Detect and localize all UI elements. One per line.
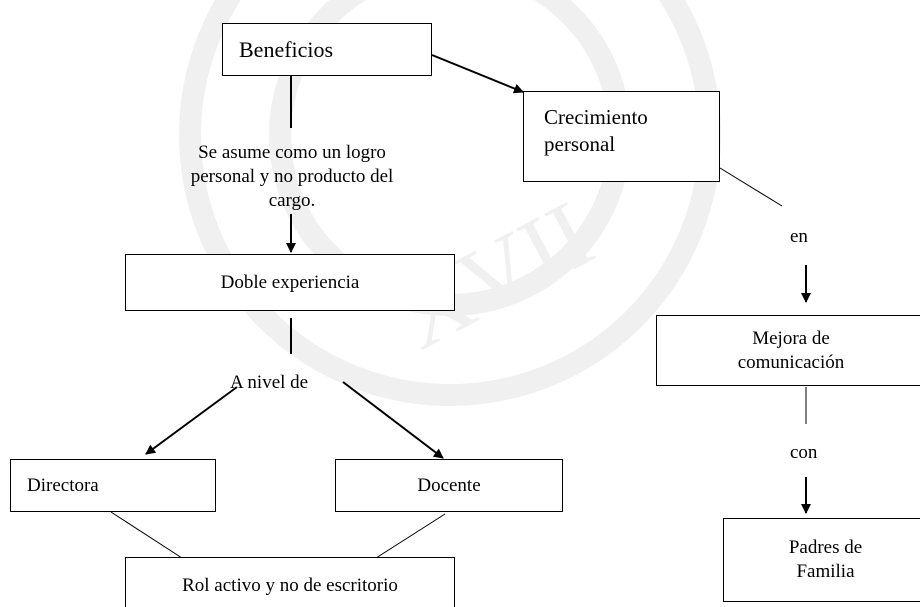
arrow-to-crecimiento: [431, 54, 524, 94]
arrow-to-docente: [342, 381, 444, 459]
node-padres-familia: Padres de Familia: [723, 518, 920, 602]
label-se-asume-line2: personal y no producto del: [190, 166, 394, 187]
line-directora-rol: [110, 511, 183, 559]
label-se-asume-line1: Se asume como un logro: [198, 142, 386, 163]
label-se-asume-line3: cargo.: [268, 190, 316, 211]
arrow-to-directora: [145, 386, 238, 455]
node-mejora-line1: Mejora de: [752, 327, 830, 349]
node-directora-label: Directora: [27, 474, 99, 496]
label-en: en: [790, 226, 808, 247]
node-mejora-comunicacion: Mejora de comunicación: [656, 315, 920, 386]
node-doble-experiencia: Doble experiencia: [125, 254, 455, 311]
line-docente-rol: [375, 513, 446, 559]
node-padres-line2: Familia: [796, 561, 855, 582]
node-docente-label: Docente: [417, 474, 481, 496]
node-doble-experiencia-label: Doble experiencia: [220, 271, 360, 293]
node-mejora-line2: comunicación: [737, 351, 845, 373]
node-crecimiento-line2: personal: [544, 132, 616, 156]
node-beneficios-label: Beneficios: [239, 36, 334, 62]
node-beneficios: Beneficios: [222, 23, 432, 76]
node-padres-line1: Padres de: [788, 537, 863, 558]
label-se-asume: Se asume como un logro personal y no pro…: [152, 141, 432, 213]
node-rol-activo-label: Rol activo y no de escritorio: [182, 575, 398, 596]
label-a-nivel-de: A nivel de: [230, 372, 309, 393]
node-crecimiento-personal: Crecimiento personal: [523, 91, 720, 182]
line-crecimiento-en: [719, 167, 783, 207]
node-rol-activo: Rol activo y no de escritorio: [125, 557, 455, 607]
node-docente: Docente: [335, 459, 563, 512]
label-con: con: [790, 442, 818, 463]
node-crecimiento-line1: Crecimiento: [544, 105, 648, 129]
node-directora: Directora: [10, 459, 216, 512]
